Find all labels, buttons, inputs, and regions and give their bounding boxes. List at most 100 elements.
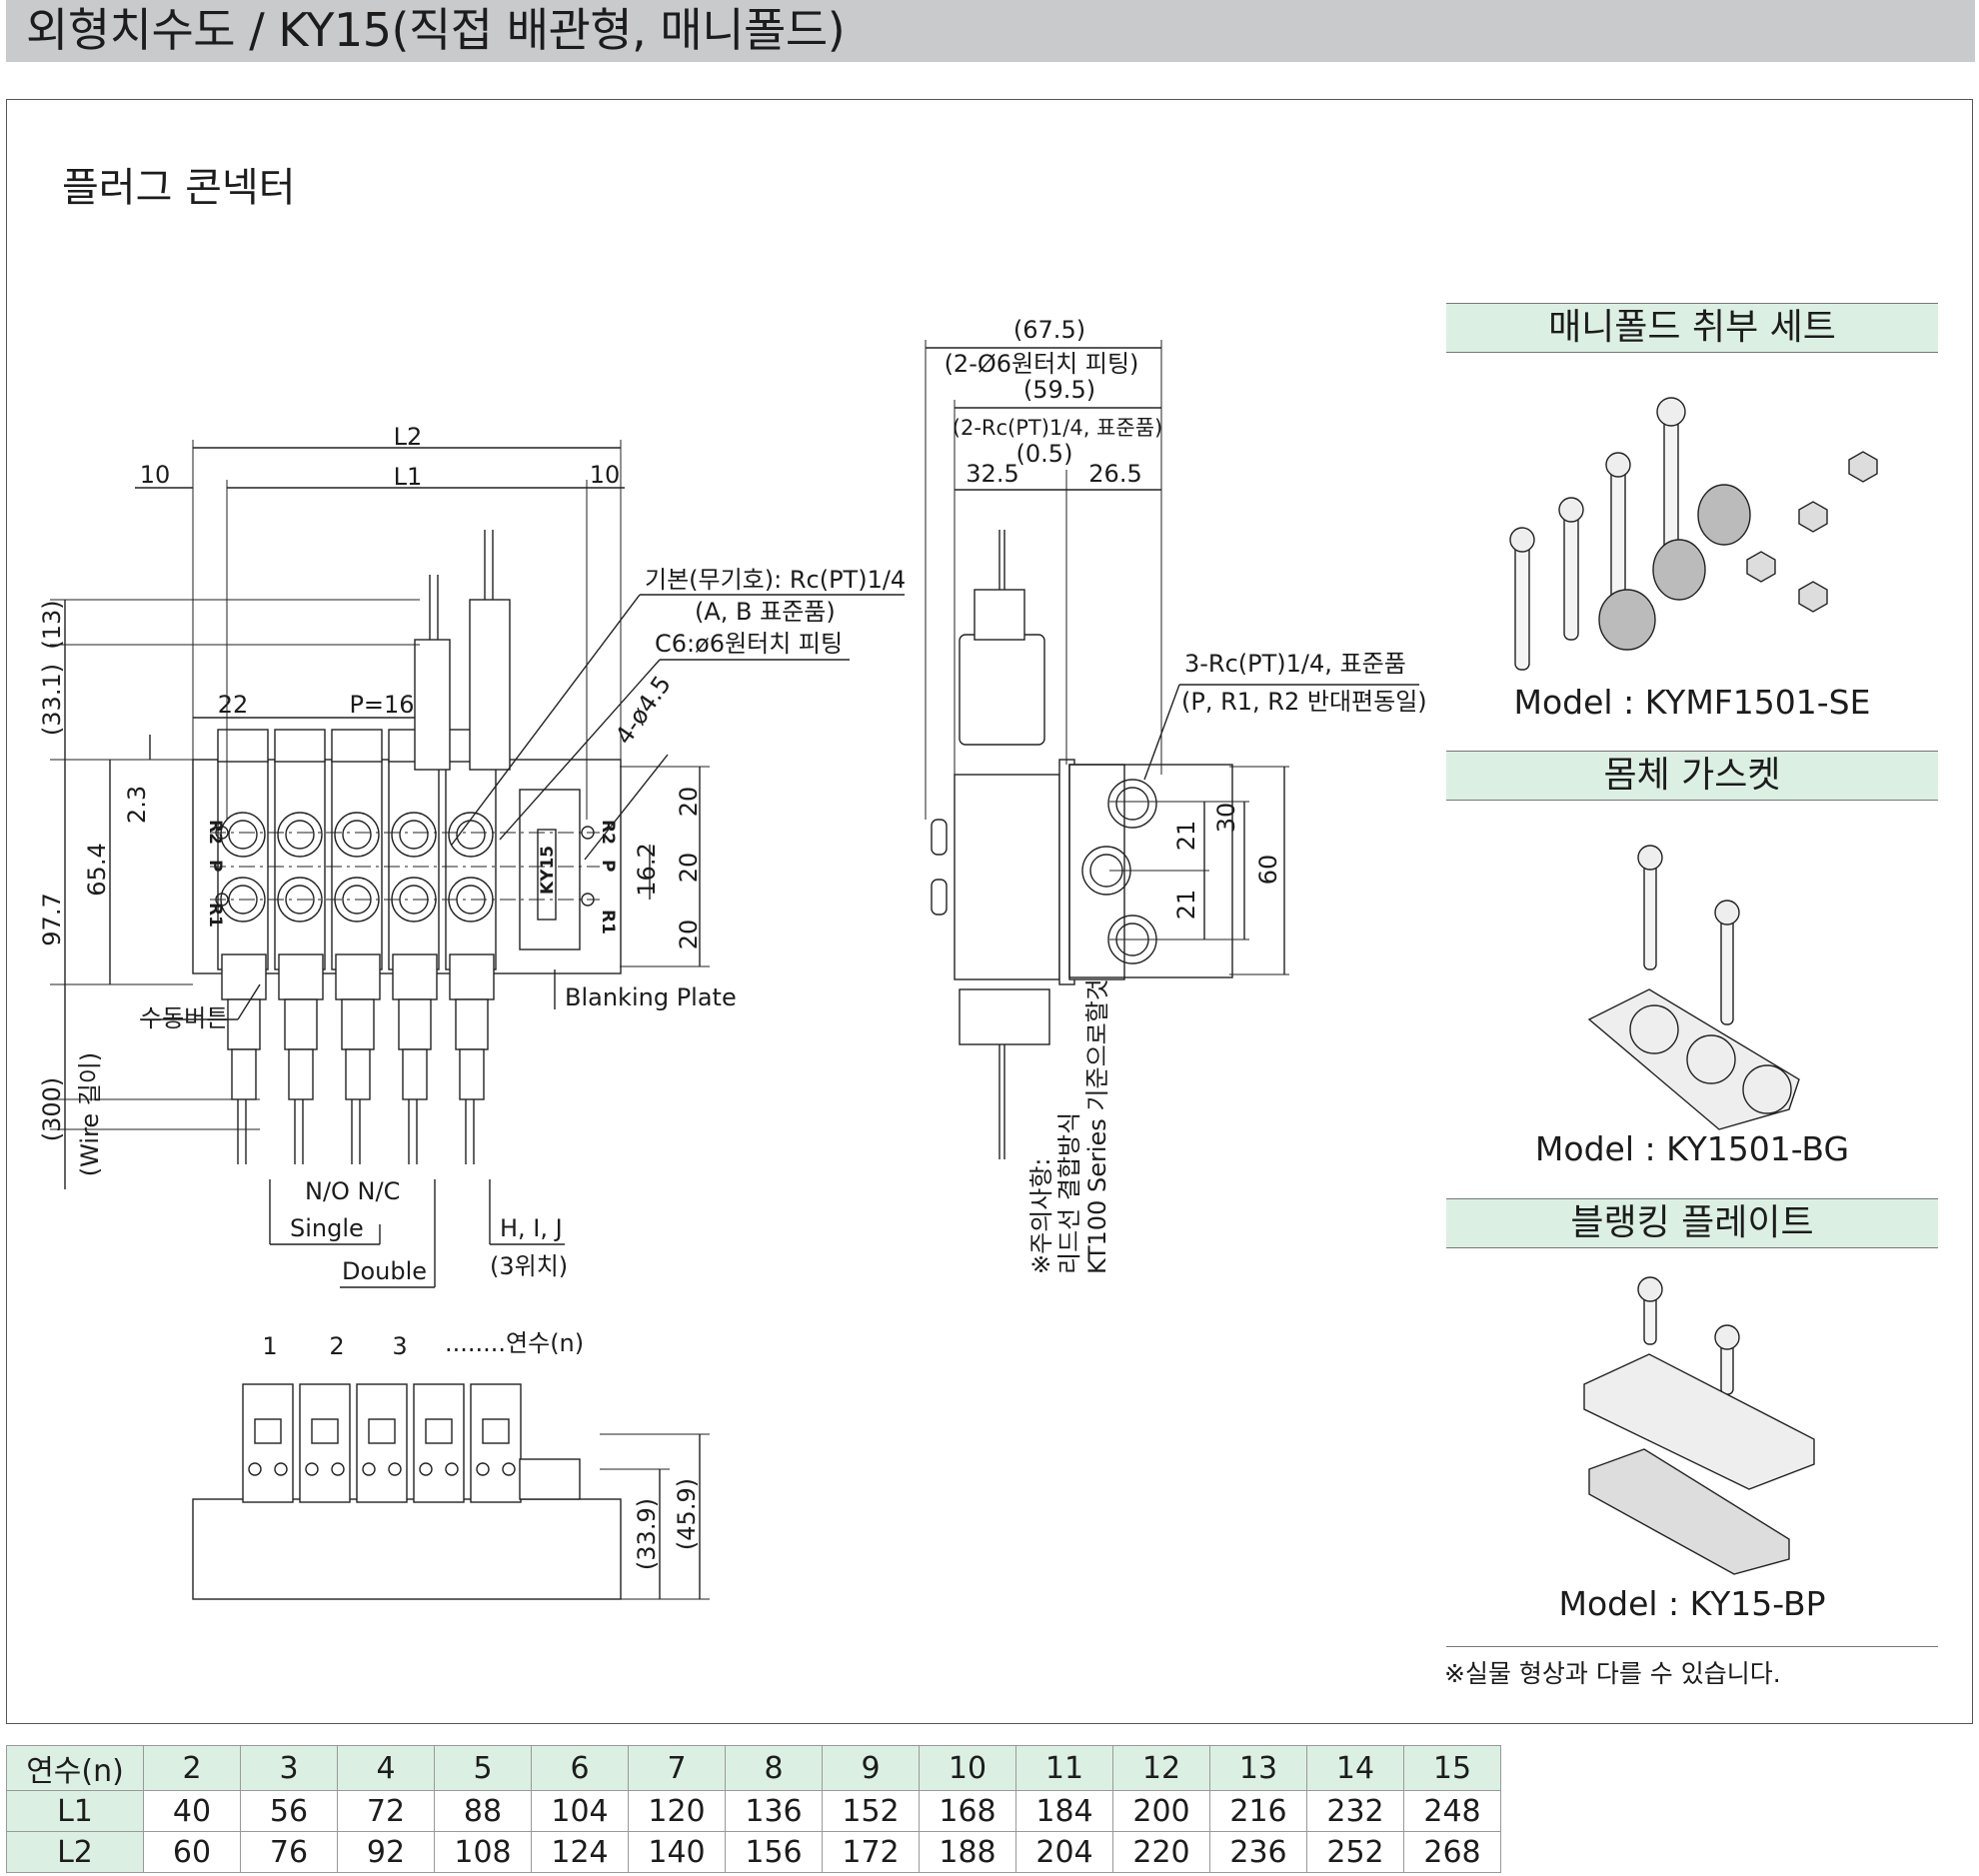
side-note-3: KT100 Series 기준으로할것 xyxy=(1083,978,1111,1274)
dim-hole: 4-ø4.5 xyxy=(610,671,677,750)
station-2: 2 xyxy=(329,1332,344,1360)
dim-59-5: (59.5) xyxy=(1023,376,1095,404)
valve-top xyxy=(299,1383,351,1503)
page-header: 외형치수도 / KY15(직접 배관형, 매니폴드) xyxy=(6,0,1975,62)
callout-rc3-note: (P, R1, R2 반대편동일) xyxy=(1181,688,1427,716)
table-cell: 7 xyxy=(628,1745,726,1791)
type-3pos: (3위치) xyxy=(490,1252,568,1280)
table-cell: 8 xyxy=(725,1745,823,1791)
disclaimer: ※실물 형상과 다를 수 있습니다. xyxy=(1444,1659,1781,1688)
valve-top xyxy=(470,1383,522,1503)
station-n: ........연수(n) xyxy=(445,1329,584,1357)
table-cell: 15 xyxy=(1403,1745,1501,1791)
drawing-frame xyxy=(6,99,1973,1724)
table-cell: 184 xyxy=(1015,1790,1113,1832)
dim-0-5: (0.5) xyxy=(1016,440,1073,468)
dim-pitch: P=16 xyxy=(349,691,414,719)
dim-45-9: (45.9) xyxy=(673,1478,701,1550)
side-note-2: 리드선 결합방식 xyxy=(1055,1112,1083,1274)
table-row-label: 연수(n) xyxy=(6,1745,144,1791)
port-p-right: P xyxy=(598,860,618,872)
table-cell: 5 xyxy=(434,1745,532,1791)
dim-20-b: 20 xyxy=(675,853,703,884)
table-cell: 76 xyxy=(240,1831,338,1873)
type-no-nc: N/O N/C xyxy=(305,1177,400,1205)
valve-top xyxy=(413,1383,465,1503)
dim-13: (13) xyxy=(38,600,66,649)
table-cell: 72 xyxy=(337,1790,435,1832)
table-cell: 136 xyxy=(725,1790,823,1832)
port-r2-right: R2 xyxy=(598,820,618,845)
dim-32-5: 32.5 xyxy=(966,460,1018,488)
table-cell: 9 xyxy=(822,1745,920,1791)
table-cell: 268 xyxy=(1403,1831,1501,1873)
valve-body xyxy=(445,729,497,1164)
table-cell: 60 xyxy=(143,1831,241,1873)
type-hij: H, I, J xyxy=(500,1214,563,1242)
table-cell: 56 xyxy=(240,1790,338,1832)
valve-body xyxy=(274,729,326,1164)
dim-22: 22 xyxy=(218,691,249,719)
table-cell: 3 xyxy=(240,1745,338,1791)
dim-26-5: 26.5 xyxy=(1088,460,1141,488)
table-cell: 108 xyxy=(434,1831,532,1873)
callout-c6: C6:ø6원터치 피팅 xyxy=(655,630,843,658)
table-cell: 236 xyxy=(1209,1831,1307,1873)
port-r1-left: R1 xyxy=(205,903,225,928)
table-cell: 10 xyxy=(919,1745,1016,1791)
table-cell: 4 xyxy=(337,1745,435,1791)
dim-rc: (2-Rc(PT)1/4, 표준품) xyxy=(953,416,1162,440)
accessory-title-2: 몸체 가스켓 xyxy=(1446,751,1938,801)
table-cell: 220 xyxy=(1112,1831,1210,1873)
dim-300: (300) xyxy=(38,1077,66,1142)
disclaimer-rule xyxy=(1446,1646,1938,1647)
table-cell: 104 xyxy=(531,1790,629,1832)
table-row-label: L2 xyxy=(6,1831,144,1873)
dim-21-b: 21 xyxy=(1172,890,1200,921)
table-cell: 140 xyxy=(628,1831,726,1873)
dim-l2: L2 xyxy=(394,423,423,451)
port-p-left: P xyxy=(205,860,225,872)
accessory-title-1: 매니폴드 취부 세트 xyxy=(1446,303,1938,353)
valve-body xyxy=(388,729,440,1164)
type-single: Single xyxy=(290,1214,364,1242)
callout-blanking-plate: Blanking Plate xyxy=(565,983,737,1011)
station-1: 1 xyxy=(262,1332,277,1360)
table-cell: 14 xyxy=(1306,1745,1404,1791)
table-cell: 124 xyxy=(531,1831,629,1873)
page-title: 외형치수도 / KY15(직접 배관형, 매니폴드) xyxy=(26,3,846,57)
dim-20-a: 20 xyxy=(675,787,703,818)
dim-21-a: 21 xyxy=(1172,821,1200,852)
subtitle: 플러그 콘넥터 xyxy=(62,165,296,211)
table-cell: 40 xyxy=(143,1790,241,1832)
ky15-mark: KY15 xyxy=(538,846,558,895)
valve-body xyxy=(331,729,383,1164)
table-cell: 88 xyxy=(434,1790,532,1832)
table-cell: 248 xyxy=(1403,1790,1501,1832)
dim-right-10: 10 xyxy=(590,461,621,489)
dimension-labels: L2 L1 10 10 22 P=16 (13) (33.1) 2.3 65.4… xyxy=(38,316,1427,1570)
table-cell: 188 xyxy=(919,1831,1016,1873)
dim-2-3: 2.3 xyxy=(123,786,151,824)
port-r2-left: R2 xyxy=(205,820,225,845)
dim-l1: L1 xyxy=(394,463,423,491)
table-cell: 204 xyxy=(1015,1831,1113,1873)
dim-67-5: (67.5) xyxy=(1013,316,1085,344)
front-view xyxy=(50,440,905,1288)
table-cell: 232 xyxy=(1306,1790,1404,1832)
callout-rc3: 3-Rc(PT)1/4, 표준품 xyxy=(1184,650,1406,678)
dim-97-7: 97.7 xyxy=(38,893,66,945)
port-r1-right: R1 xyxy=(598,910,618,935)
type-double: Double xyxy=(342,1257,427,1285)
dim-30: 30 xyxy=(1212,803,1240,834)
valve-top xyxy=(242,1383,294,1503)
table-cell: 2 xyxy=(143,1745,241,1791)
table-cell: 216 xyxy=(1209,1790,1307,1832)
table-cell: 172 xyxy=(822,1831,920,1873)
table-cell: 12 xyxy=(1112,1745,1210,1791)
